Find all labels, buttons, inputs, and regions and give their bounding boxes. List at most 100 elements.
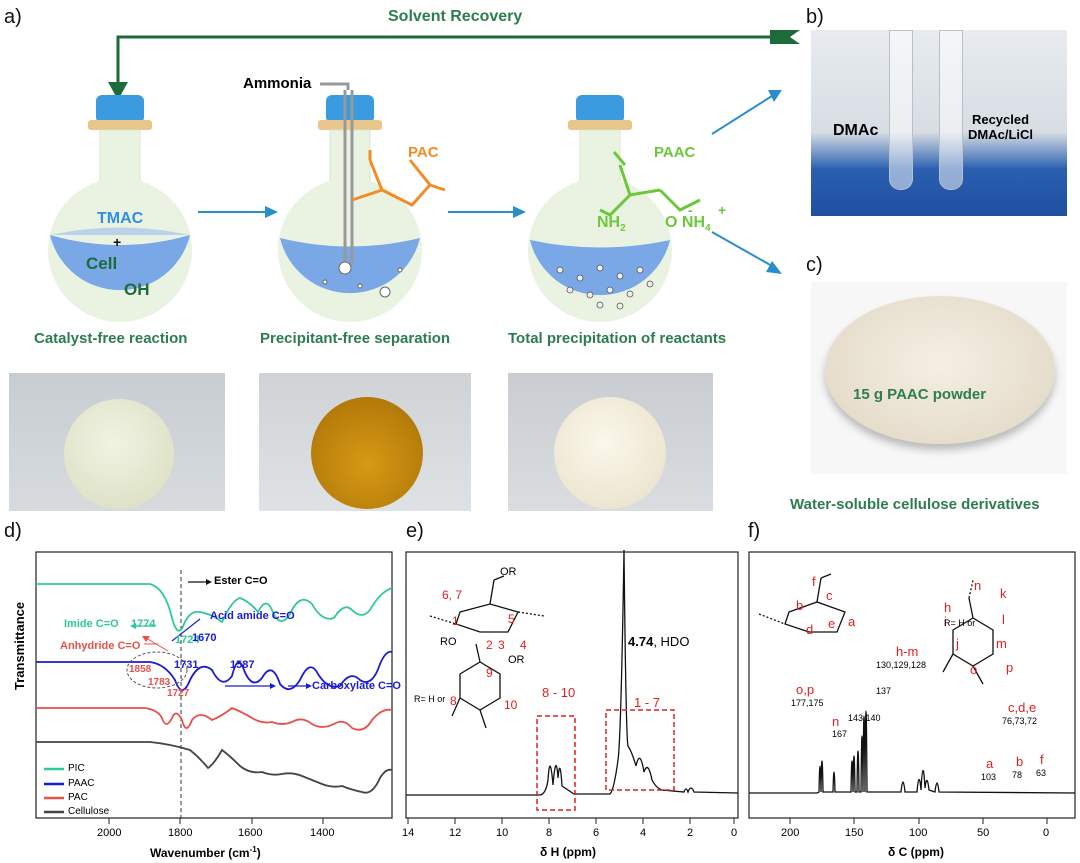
- pac-label: PAC: [408, 144, 439, 161]
- nh2-label: NH2: [597, 214, 626, 234]
- step3-caption: Total precipitation of reactants: [508, 330, 727, 347]
- f-143: 143,140: [848, 713, 881, 723]
- f-hm-v: 130,129,128: [876, 660, 927, 670]
- e-hdo-text: , HDO: [653, 634, 690, 649]
- d-legend-paac: PAAC: [68, 778, 95, 789]
- f-letter-e: e: [828, 616, 836, 631]
- plus-charge: +: [718, 202, 727, 218]
- glucose-ring: [429, 575, 545, 633]
- panel-label-d: d): [4, 520, 22, 542]
- aromatic-ring-c: [942, 579, 994, 685]
- minus-charge: -: [688, 202, 693, 218]
- d-1783: 1783: [148, 677, 171, 688]
- e-xtick-6: 6: [593, 827, 600, 839]
- f-xtick-100: 100: [909, 827, 928, 839]
- pac-structure: [351, 150, 446, 207]
- aromatic-ring: [451, 643, 501, 729]
- ftir-plot: [35, 551, 393, 824]
- f-xtick-200: 200: [781, 827, 800, 839]
- panel-label-e: e): [406, 520, 424, 542]
- e-rh: R= H or: [414, 694, 446, 704]
- photo-solvents: DMAc Recycled DMAc/LiCl: [811, 30, 1067, 216]
- d-xtick-1600: 1600: [238, 827, 263, 839]
- e-xtick-8: 8: [546, 827, 553, 839]
- e-xlabel: δ H (ppm): [540, 845, 596, 859]
- flask-3: [528, 95, 672, 322]
- onh4-text: O NH: [665, 214, 705, 231]
- solvent-recovery-arrow: [116, 35, 790, 90]
- f-hm: h-m: [896, 644, 919, 659]
- photo-paac-powder: 15 g PAAC powder: [811, 282, 1067, 474]
- oh-label: OH: [124, 280, 150, 299]
- photo-flask-2: [259, 373, 471, 511]
- e-ro: RO: [440, 636, 457, 648]
- f-op-v: 177,175: [791, 698, 824, 708]
- d-xlabel-text: Wavenumber (cm: [150, 846, 250, 860]
- d-xtick-1800: 1800: [168, 827, 193, 839]
- f-cde: c,d,e: [1008, 700, 1037, 715]
- e-xtick-0: 0: [731, 827, 738, 839]
- f-n: n: [832, 714, 840, 729]
- d-legend-pac: PAC: [68, 792, 88, 803]
- glucose-ring-c: [758, 573, 846, 633]
- f-f: f: [1040, 752, 1044, 767]
- f-rh: R= H or: [944, 618, 976, 628]
- e-xtick-14: 14: [402, 827, 415, 839]
- e-n4: 4: [520, 638, 527, 652]
- ftir-legend: [44, 767, 64, 814]
- e-n3: 3: [498, 638, 505, 652]
- f-a-v: 103: [981, 772, 997, 782]
- recycled-line1: Recycled: [971, 112, 1030, 127]
- f-n-v: 167: [832, 729, 848, 739]
- e-n5: 5: [508, 612, 515, 626]
- plus-label: +: [113, 234, 122, 250]
- f-letter-j: j: [956, 636, 959, 651]
- e-hdo-value: 4.74: [628, 634, 654, 649]
- flask-1: [48, 95, 192, 322]
- f-letter-p: p: [1006, 660, 1014, 675]
- e-or-bottom: OR: [508, 654, 525, 666]
- f-letter-h: h: [944, 600, 952, 615]
- d-xtick-1400: 1400: [310, 827, 335, 839]
- f-op: o,p: [796, 682, 815, 697]
- f-137: 137: [876, 686, 892, 696]
- d-1731: 1731: [174, 659, 199, 671]
- f-xtick-150: 150: [845, 827, 864, 839]
- nh2-sub: 2: [620, 223, 626, 235]
- e-box2-label: 1 - 7: [634, 695, 661, 710]
- photo-flask-1: [9, 373, 225, 511]
- e-xtick-4: 4: [640, 827, 647, 839]
- d-xlabel-sup: -1: [249, 845, 257, 854]
- step1-caption: Catalyst-free reaction: [34, 330, 188, 347]
- e-or-top: OR: [500, 566, 517, 578]
- f-letter-n: n: [974, 578, 982, 593]
- paac-curve: [36, 650, 393, 691]
- d-xtick-2000: 2000: [97, 827, 122, 839]
- d-acid-amide: Acid amide C=O: [210, 610, 295, 622]
- f-b-v: 78: [1012, 770, 1023, 780]
- panel-label-a: a): [4, 6, 22, 28]
- f-xtick-50: 50: [977, 827, 990, 839]
- e-box1-label: 8 - 10: [542, 685, 576, 700]
- f-letter-b: b: [796, 598, 804, 613]
- e-n10: 10: [504, 698, 518, 712]
- d-1724: 1724: [175, 634, 200, 646]
- cell-label: Cell: [86, 254, 118, 273]
- d-carboxylate: Carboxylate C=O: [312, 680, 401, 692]
- d-1670: 1670: [192, 632, 217, 644]
- box-1-7: [605, 709, 675, 791]
- panel-label-c: c): [806, 254, 823, 276]
- f-letter-f: f: [812, 574, 816, 589]
- pac-curve: [36, 706, 393, 731]
- d-ester: Ester C=O: [214, 575, 268, 587]
- onh4-sub: 4: [705, 223, 711, 235]
- d-1727: 1727: [167, 688, 190, 699]
- d-legend-pic: PIC: [68, 763, 85, 774]
- e-n2: 2: [486, 638, 493, 652]
- f-letter-a: a: [848, 614, 856, 629]
- flask-2: [278, 82, 422, 322]
- c-nmr-plot: [748, 551, 1076, 824]
- f-xtick-0: 0: [1043, 827, 1050, 839]
- d-imide: Imide C=O: [64, 618, 119, 630]
- panel-label-b: b): [806, 6, 824, 28]
